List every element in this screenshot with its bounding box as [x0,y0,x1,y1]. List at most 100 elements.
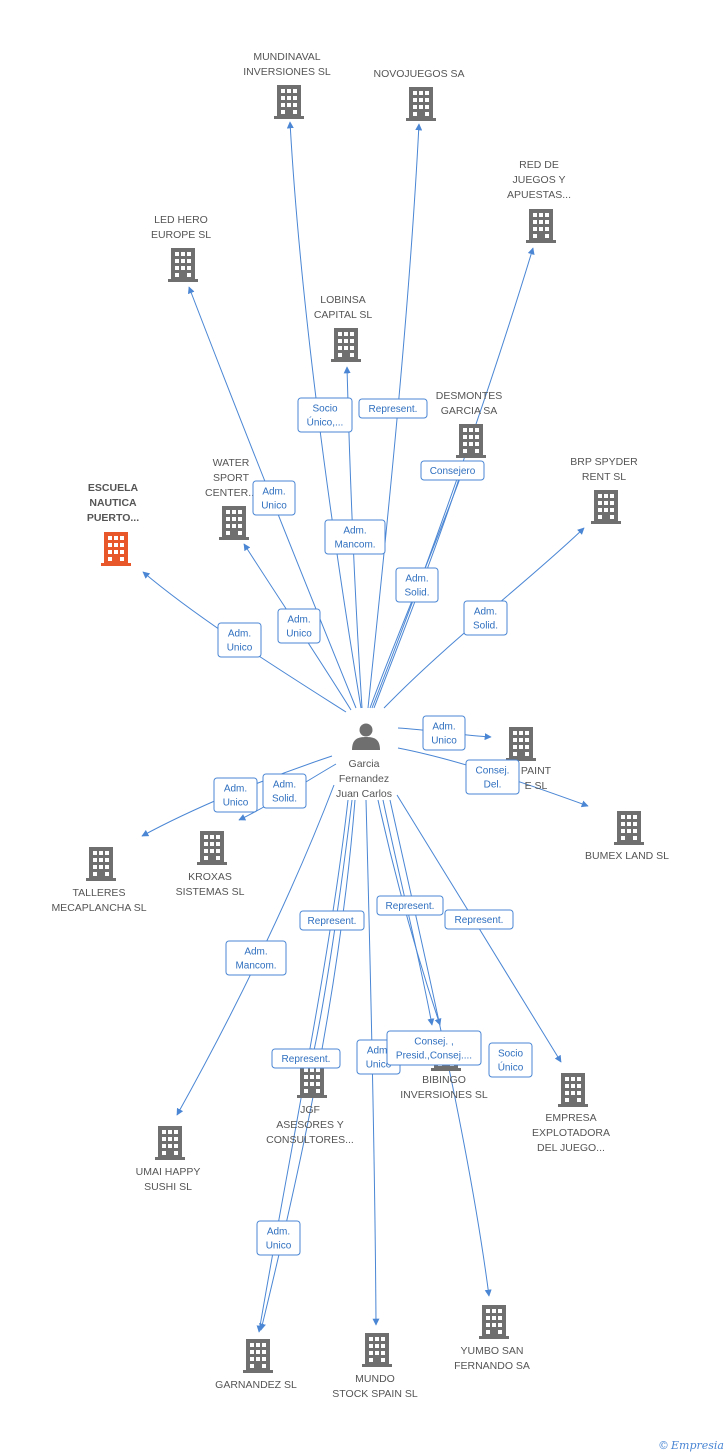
relation-tag-t-represent-lobinsa[interactable]: Represent. [358,398,428,419]
relation-tag-t-consejero[interactable]: Consejero [420,460,485,481]
relation-tag-t-adm-unico-garnandez[interactable]: Adm. Unico [256,1220,301,1256]
node-label-line: ASESORES Y [276,1119,344,1131]
relation-tag-t-adm-unico-water[interactable]: Adm.Unico [277,608,321,644]
person-icon [352,723,380,750]
node-label-line: CONSULTORES... [266,1134,354,1146]
company-node-bibingo[interactable]: BIBINGO INVERSIONES SL [400,1037,488,1101]
company-node-escuela[interactable]: ESCUELANAUTICAPUERTO... [87,482,139,566]
building-icon [456,424,486,458]
relation-tag-text: Represent. [386,901,435,912]
relation-tag-t-represent-4[interactable]: Represent. [444,909,514,930]
relation-tag-text: Unico [431,736,457,747]
building-icon [614,811,644,845]
building-icon [591,490,621,524]
brand-name: Empresia [671,1439,724,1452]
node-label-line: PUERTO... [87,512,139,524]
relation-tag-text: Adm. [367,1046,390,1057]
relation-tag-text: Unico [227,643,253,654]
relation-tag-t-adm-solid-kroxas[interactable]: Adm.Solid. [262,773,307,809]
node-label-line: Garcia [349,758,380,770]
node-label-line: ESCUELA [88,482,139,494]
relation-tag-box [358,398,428,419]
relation-tag-t-represent-2[interactable]: Represent. [299,910,365,931]
node-label-line: MUNDINAVAL [253,51,320,63]
relation-tag-t-adm-unico-led[interactable]: Adm.Unico [252,480,296,516]
relation-tag-box [420,460,485,481]
relation-tag-box [376,895,444,916]
relation-tag-text: Adm. [267,1227,290,1238]
relation-tag-t-adm-mancom-1[interactable]: Adm.Mancom. [324,519,386,555]
relation-tag-text: Adm. [244,947,267,958]
relation-tag-text: Consej. , [414,1037,453,1048]
relation-tag-text: Del. [484,780,502,791]
company-node-watersport[interactable]: WATERSPORTCENTER... [205,457,257,540]
relationship-edge [377,799,442,1026]
building-icon [168,248,198,282]
relation-tag-text: Socio [498,1049,523,1060]
footer-brand[interactable]: ©Empresia [658,1439,724,1452]
node-label-line: LOBINSA [320,294,366,306]
company-node-garnandez[interactable]: GARNANDEZ SL [215,1339,297,1391]
building-icon [362,1333,392,1367]
building-icon [558,1073,588,1107]
node-label-line: EXPLOTADORA [532,1127,610,1139]
node-label-line: STOCK SPAIN SL [332,1388,418,1400]
relation-tag-box [395,567,439,603]
relation-tag-t-represent-jgf[interactable]: Represent. [271,1048,341,1069]
building-icon [274,85,304,119]
relation-tag-t-adm-unico-escuela[interactable]: Adm.Unico [217,622,262,658]
relation-tag-t-adm-unico-talleres[interactable]: Adm.Unico [213,777,258,813]
relation-tag-text: Adm. [224,784,247,795]
company-node-novojuegos[interactable]: NOVOJUEGOS SA [373,68,465,121]
relation-tag-text: Represent. [282,1054,331,1065]
node-label-line: INVERSIONES SL [400,1089,488,1101]
node-label-line: JGF [300,1104,320,1116]
relation-tag-t-adm-unico-paint[interactable]: Adm. Unico [422,715,466,751]
relation-tag-t-adm-solid-1[interactable]: Adm.Solid. [395,567,439,603]
company-node-bumex[interactable]: BUMEX LAND SL [585,811,669,862]
node-label-line: BIBINGO [422,1074,466,1086]
relation-tag-t-socio-unico-1[interactable]: SocioÚnico,... [297,397,353,433]
relation-tag-text: Único [498,1061,524,1074]
relation-tag-text: Represent. [308,916,357,927]
relation-tag-box [386,1030,482,1066]
relation-tag-box [463,600,508,636]
company-node-mundostock[interactable]: MUNDO STOCK SPAIN SL [332,1333,418,1400]
building-icon [406,87,436,121]
building-icon [243,1339,273,1373]
relation-tag-t-adm-mancom-umai[interactable]: Adm.Mancom. [225,940,287,976]
relation-tag-box [299,910,365,931]
node-label-line: RENT SL [582,471,626,483]
relation-tag-text: Socio [312,404,337,415]
company-node-jgf[interactable]: JGF ASESORES Y CONSULTORES... [266,1064,354,1146]
relation-tag-text: Adm. [432,722,455,733]
relation-tag-t-consej-presid[interactable]: Consej. ,Presid.,Consej.... [386,1030,482,1066]
relation-tag-text: Unico [266,1241,292,1252]
relation-tag-box [488,1042,533,1078]
relation-tag-t-represent-3[interactable]: Represent. [376,895,444,916]
building-icon [526,209,556,243]
relation-tag-t-consej-del[interactable]: Consej.Del. [465,759,520,795]
node-label-line: KROXAS [188,871,232,883]
node-label-line: WATER [213,457,250,469]
node-label-line: MUNDO [355,1373,395,1385]
relation-tag-box [262,773,307,809]
node-label-line: UMAI HAPPY [136,1166,201,1178]
relation-tag-t-adm-solid-brp[interactable]: Adm.Solid. [463,600,508,636]
node-label-line: EUROPE SL [151,229,211,241]
building-icon [479,1305,509,1339]
